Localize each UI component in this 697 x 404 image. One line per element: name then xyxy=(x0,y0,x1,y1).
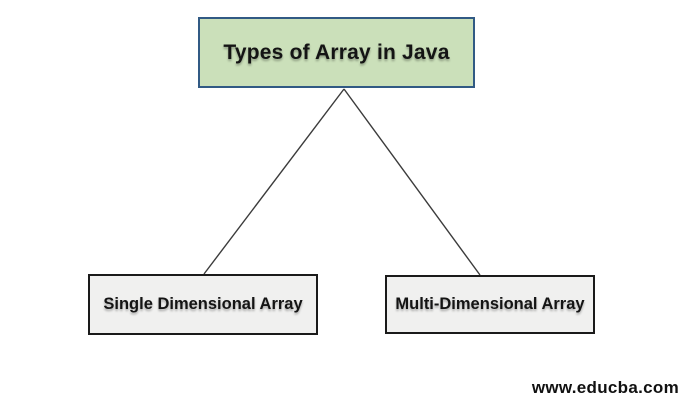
root-node-types-of-array: Types of Array in Java xyxy=(198,17,475,88)
watermark-text: www.educba.com xyxy=(531,378,679,397)
connector-left-line xyxy=(203,88,345,275)
child-node-label: Single Dimensional Array xyxy=(103,295,303,313)
root-node-label: Types of Array in Java xyxy=(223,40,450,64)
child-node-single-dimensional: Single Dimensional Array xyxy=(88,274,318,335)
connector-right-line xyxy=(343,88,481,276)
child-node-label: Multi-Dimensional Array xyxy=(395,295,585,313)
child-node-multi-dimensional: Multi-Dimensional Array xyxy=(385,275,595,334)
